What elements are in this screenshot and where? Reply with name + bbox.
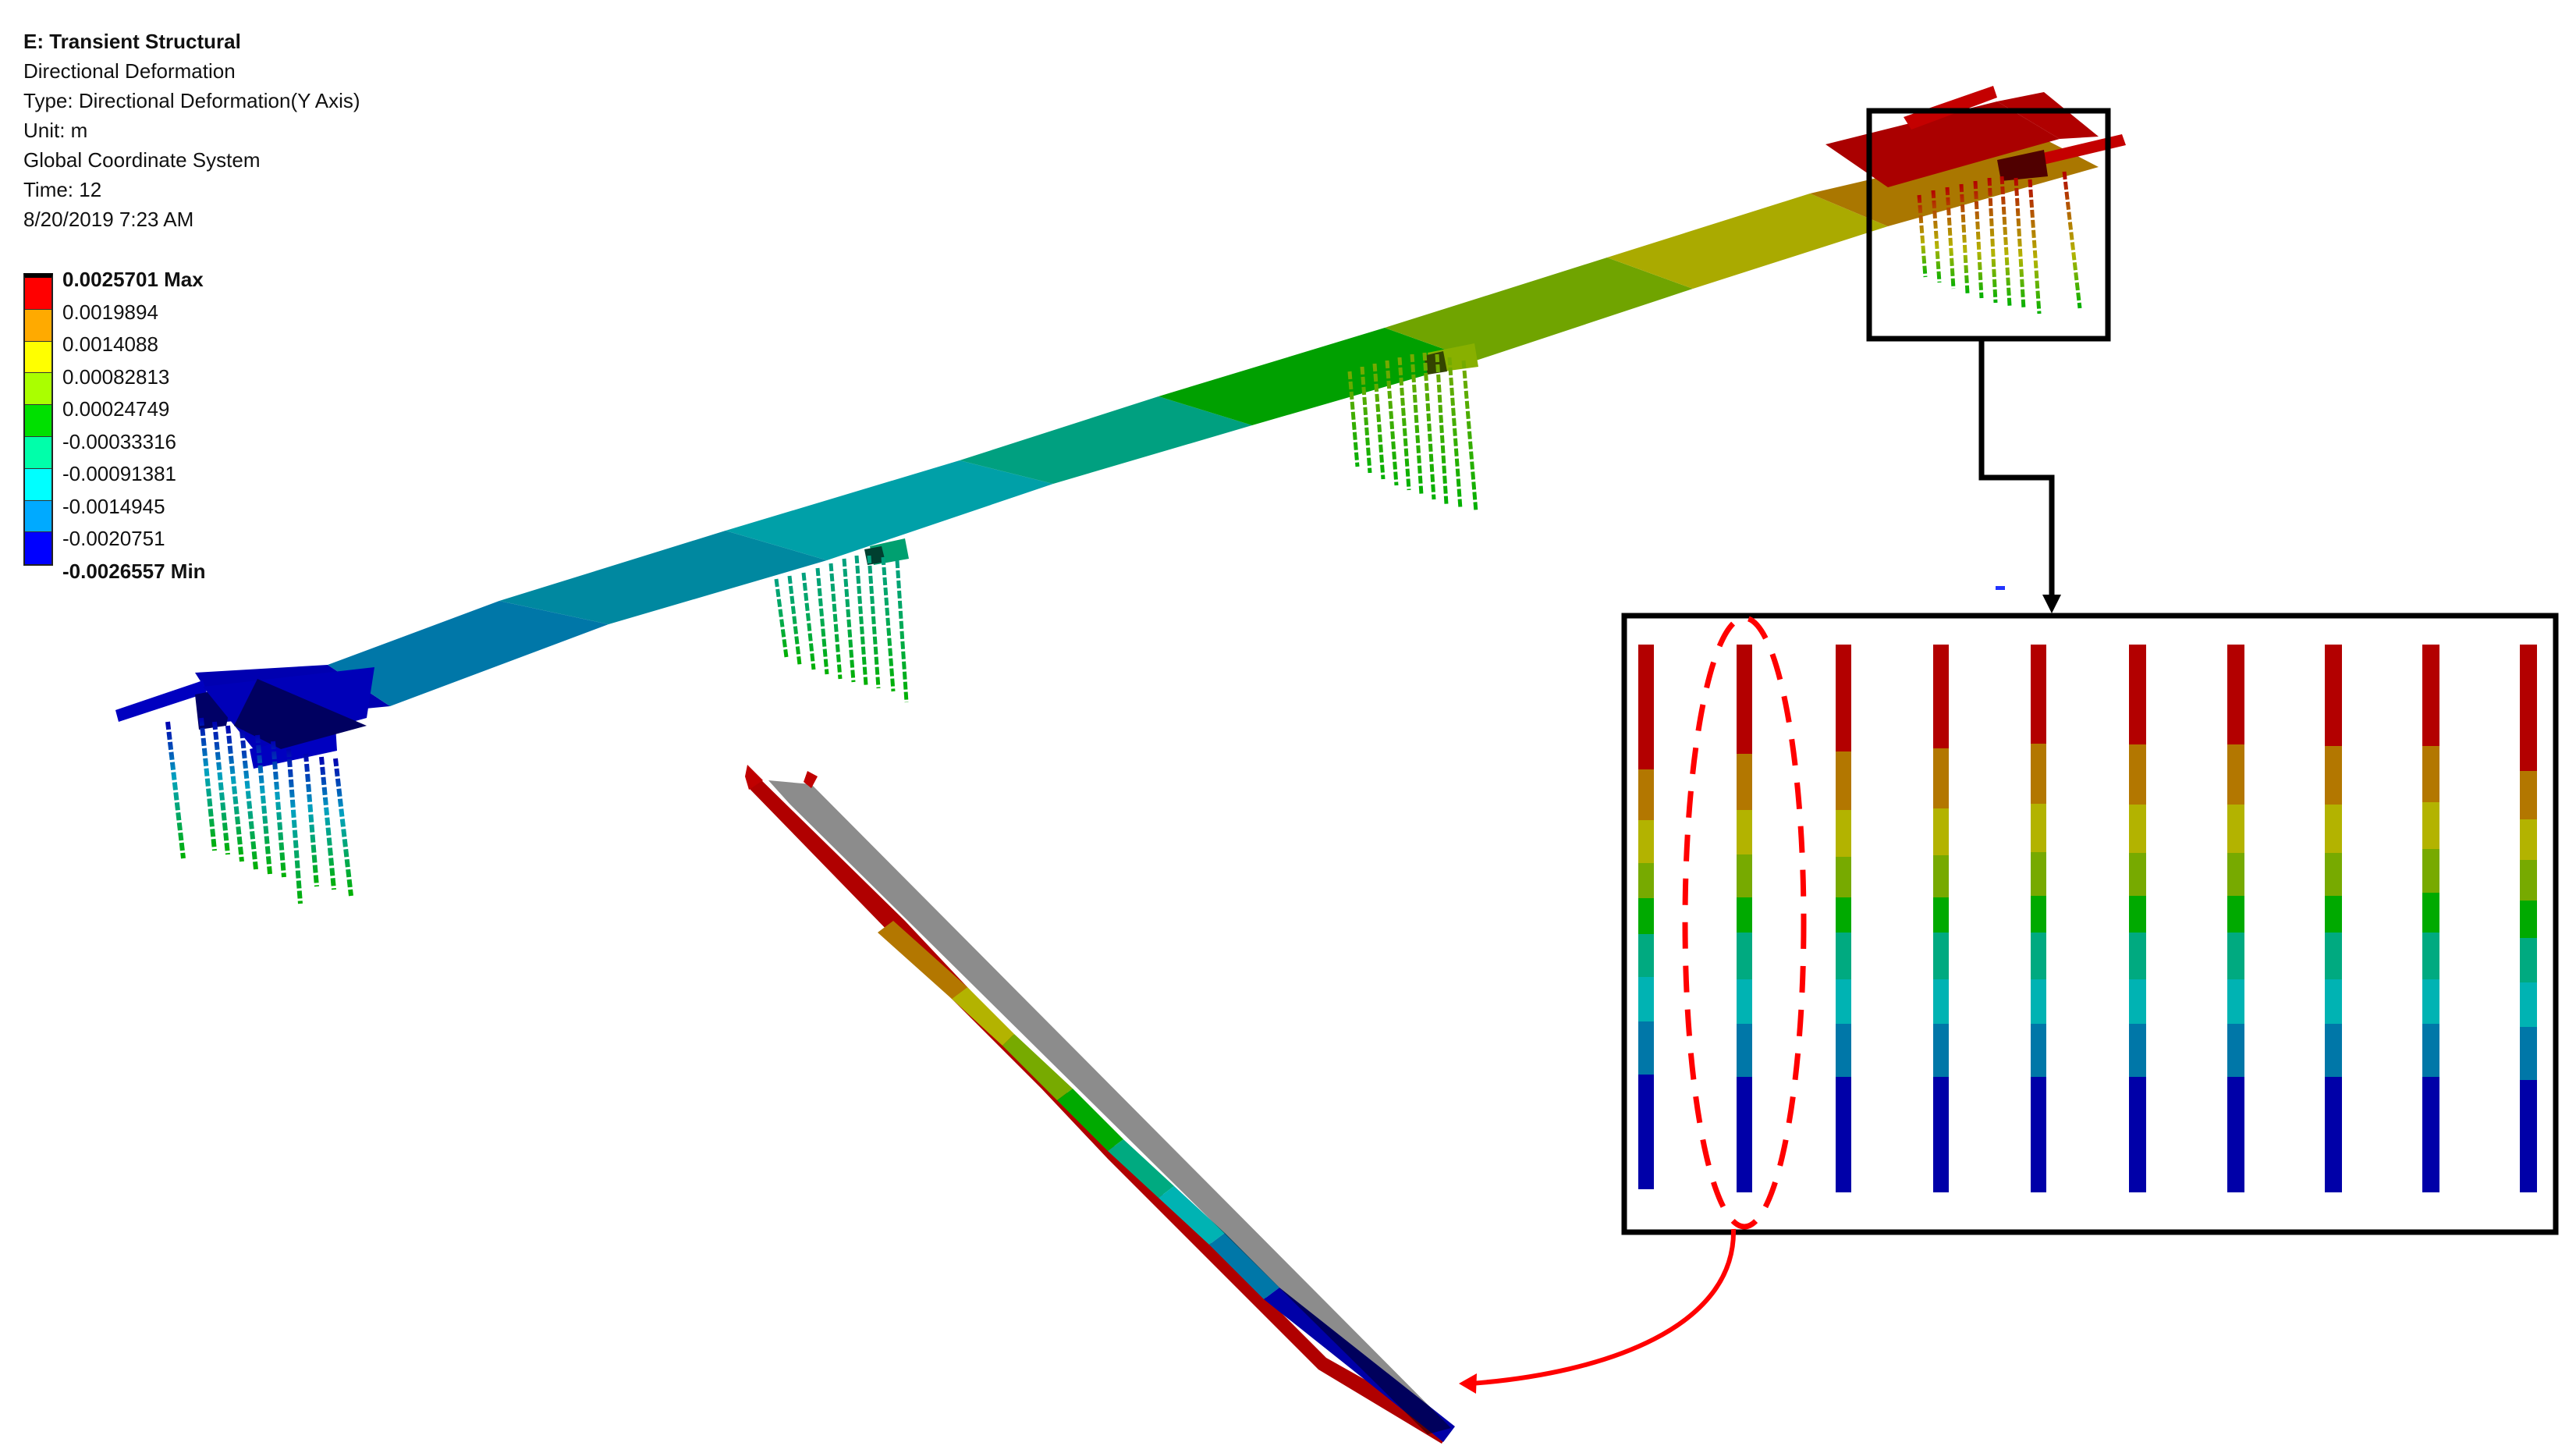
pier-cap bbox=[115, 680, 207, 722]
legend-label: -0.00091381 bbox=[62, 462, 177, 485]
extracted-pile-member bbox=[745, 765, 1455, 1444]
inset-pile bbox=[2520, 645, 2537, 1192]
inset-panel bbox=[1621, 613, 2559, 1235]
legend-swatch bbox=[25, 468, 51, 501]
inset-piles bbox=[1638, 645, 2537, 1192]
origin-triad-marker bbox=[1996, 586, 2005, 590]
legend-swatch bbox=[25, 436, 51, 469]
legend-min-label: -0.0026557 Min bbox=[62, 559, 206, 583]
pile-group-left bbox=[165, 717, 353, 904]
pile-group-mid-2 bbox=[1347, 352, 1478, 513]
pile-group-mid-1 bbox=[774, 555, 909, 703]
legend-swatch bbox=[25, 309, 51, 342]
inset-pile bbox=[1933, 645, 1949, 1192]
legend-swatch bbox=[25, 373, 51, 406]
legend-label: 0.00082813 bbox=[62, 364, 170, 389]
inset-pile bbox=[1638, 645, 1654, 1189]
inset-pile-highlighted bbox=[1737, 645, 1752, 1192]
legend-swatch bbox=[25, 500, 51, 533]
result-unit: Unit: m bbox=[23, 119, 88, 142]
inset-pile bbox=[2325, 645, 2342, 1192]
coordinate-system: Global Coordinate System bbox=[23, 148, 261, 172]
pile-group-right bbox=[1917, 171, 2082, 314]
zoom-highlight-box bbox=[1866, 108, 2111, 342]
legend-swatch bbox=[25, 341, 51, 374]
inset-pile bbox=[1836, 645, 1851, 1192]
connector-arrowhead bbox=[2042, 595, 2061, 613]
legend-label: 0.0019894 bbox=[62, 300, 158, 324]
result-type: Type: Directional Deformation(Y Axis) bbox=[23, 89, 360, 112]
bridge-deck bbox=[115, 86, 2126, 769]
pier-cap bbox=[2036, 134, 2126, 165]
legend-color-bar bbox=[23, 273, 53, 567]
pier-cap bbox=[1904, 86, 1997, 130]
result-info-panel: E: Transient Structural Directional Defo… bbox=[23, 27, 360, 234]
pointer-arrowhead bbox=[1459, 1373, 1477, 1394]
inset-pile bbox=[2422, 645, 2439, 1192]
highlight-ellipse bbox=[1682, 615, 1807, 1230]
result-name: Directional Deformation bbox=[23, 59, 236, 83]
inset-pile bbox=[2129, 645, 2146, 1192]
inset-pile bbox=[2227, 645, 2244, 1192]
legend-swatch bbox=[25, 278, 51, 310]
legend-label: -0.0020751 bbox=[62, 527, 165, 550]
legend-swatch bbox=[25, 532, 51, 565]
legend-label: 0.0014088 bbox=[62, 332, 158, 356]
connector-line bbox=[1978, 339, 2055, 602]
legend-label: -0.0014945 bbox=[62, 494, 165, 518]
legend-max-label: 0.0025701 Max bbox=[62, 268, 204, 291]
legend-swatch bbox=[25, 405, 51, 437]
inset-border bbox=[1621, 613, 2559, 1235]
pointer-arrow bbox=[1470, 1228, 1737, 1386]
inset-pile bbox=[2031, 645, 2046, 1192]
legend-label: 0.00024749 bbox=[62, 397, 170, 421]
legend-label: -0.00033316 bbox=[62, 429, 177, 453]
legend-labels: 0.0025701 Max 0.0019894 0.0014088 0.0008… bbox=[62, 264, 206, 588]
result-timestamp: 8/20/2019 7:23 AM bbox=[23, 208, 194, 231]
result-time: Time: 12 bbox=[23, 178, 102, 201]
analysis-title: E: Transient Structural bbox=[23, 30, 241, 53]
